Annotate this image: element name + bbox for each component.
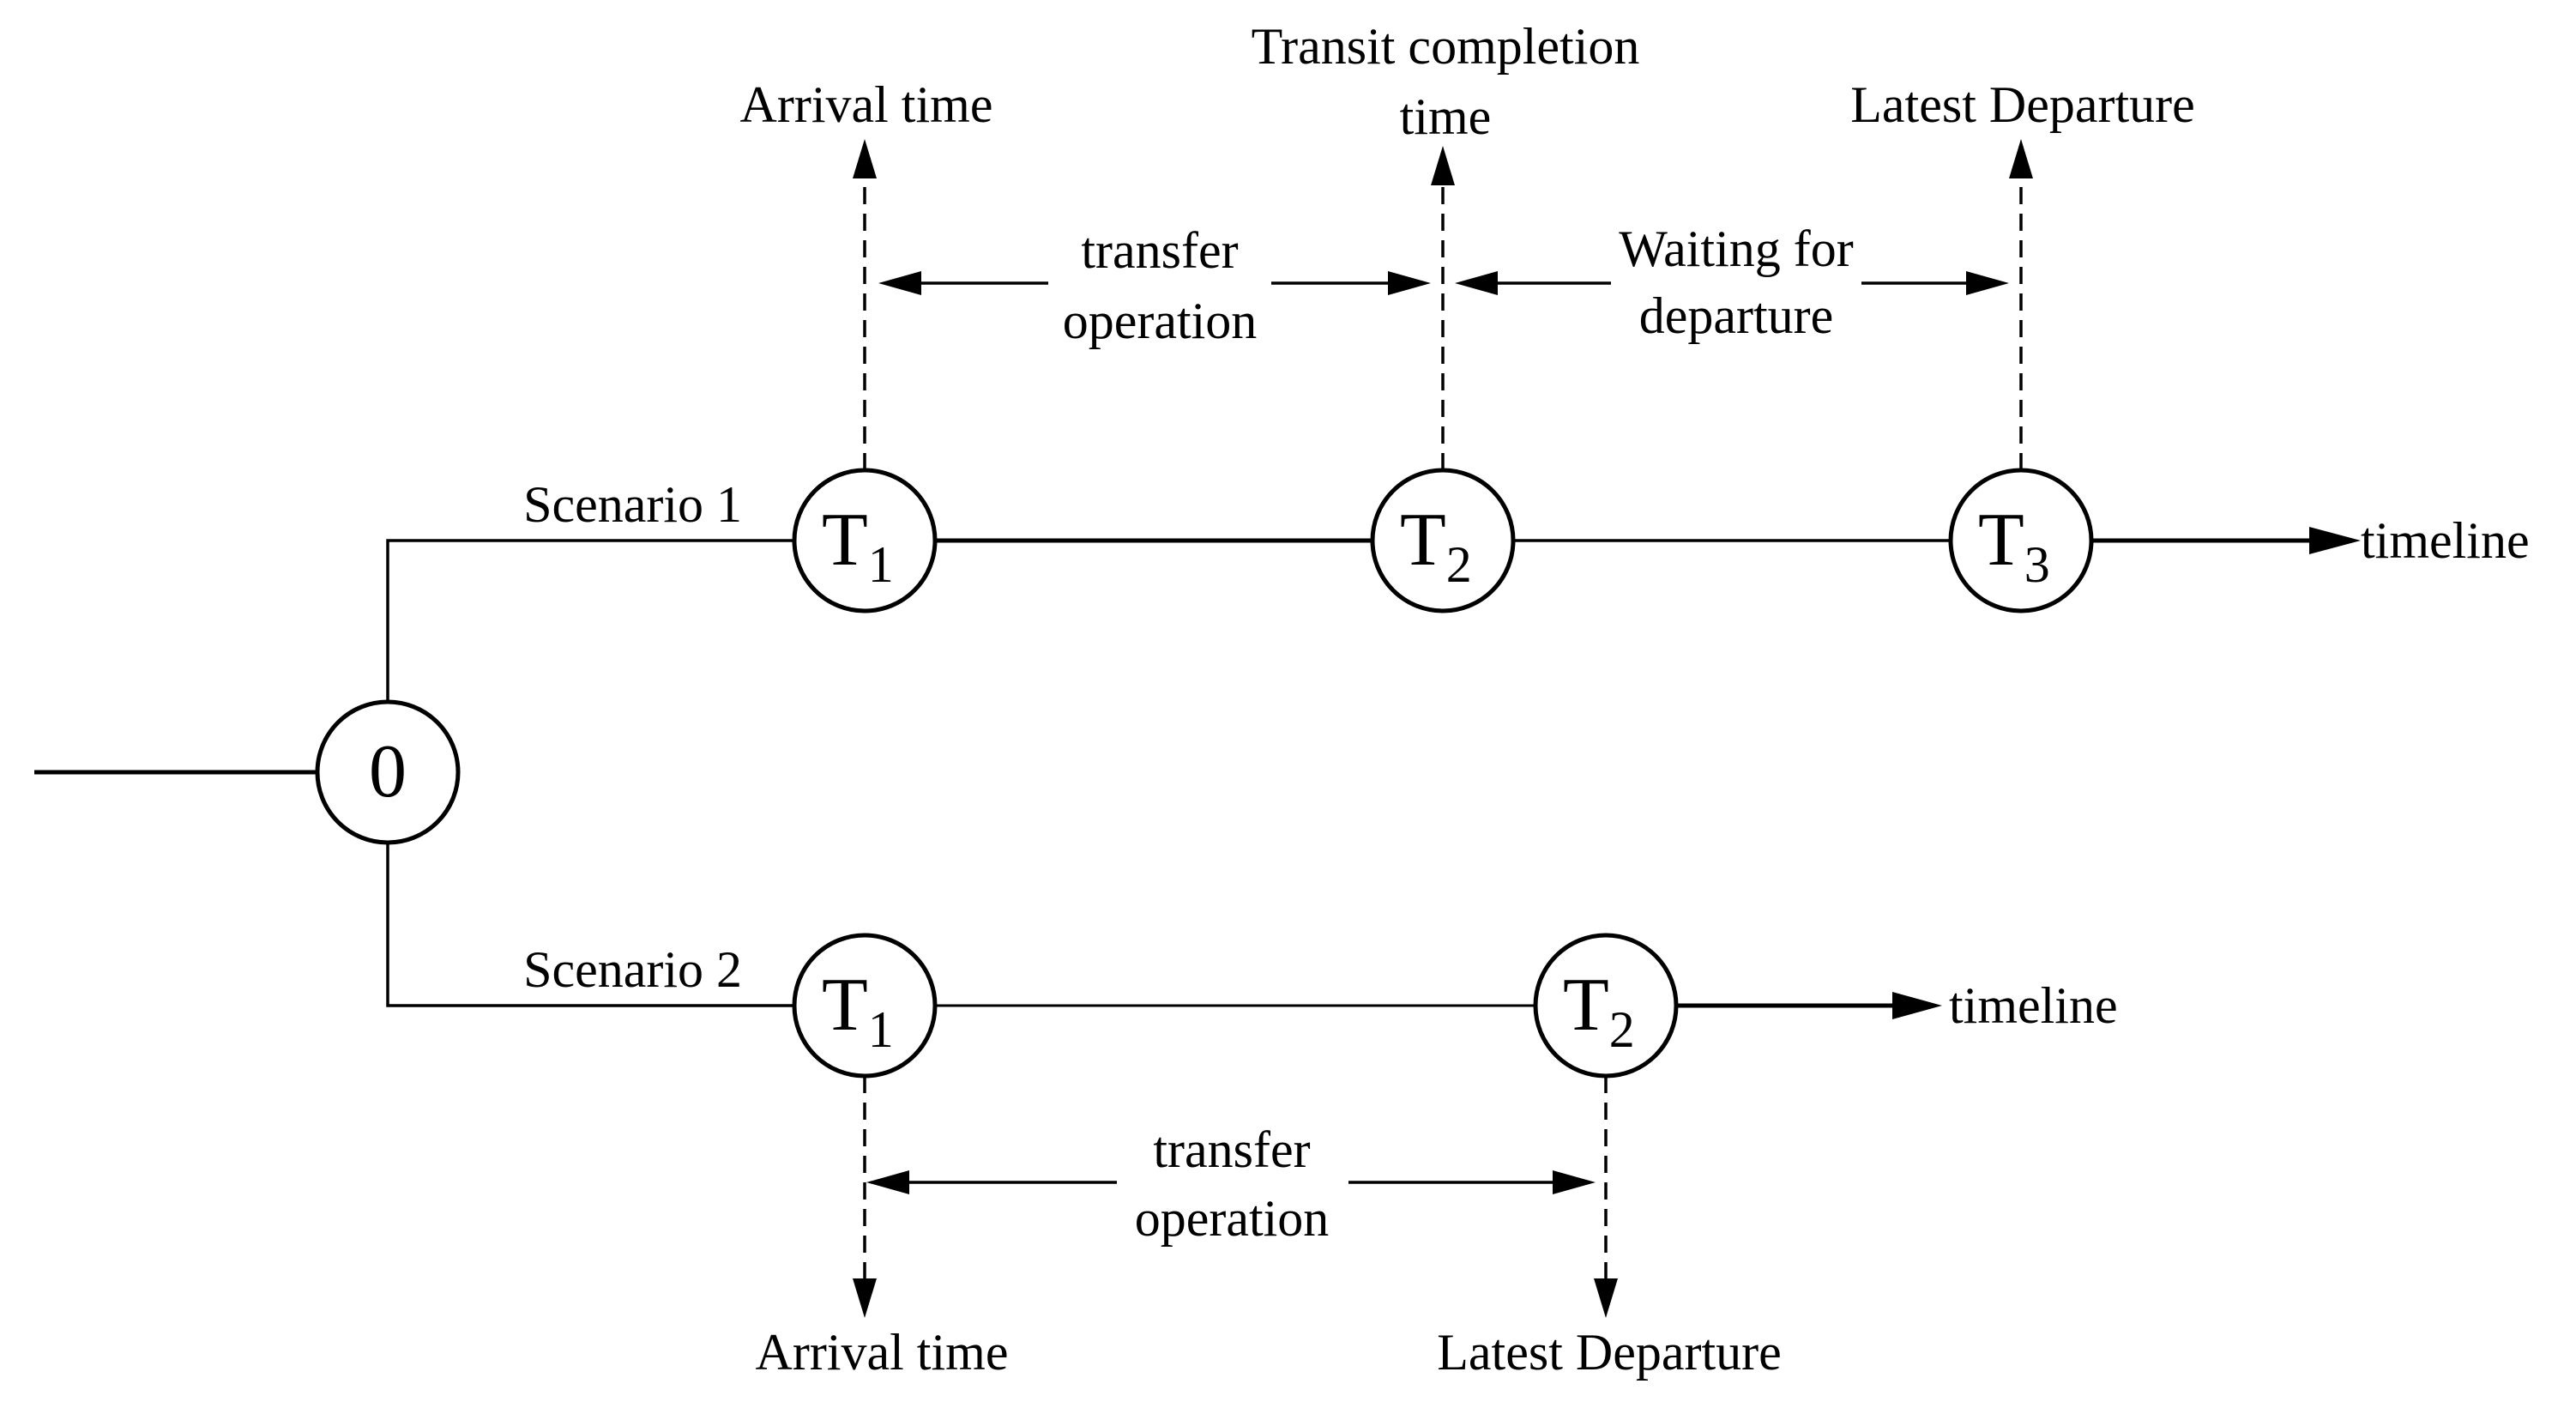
node-s2-t1 — [792, 933, 938, 1079]
scenario-1-label: Scenario 1 — [523, 476, 742, 533]
node-s2-t2 — [1533, 933, 1679, 1079]
s2-timeline-label: timeline — [1949, 977, 2118, 1034]
arrowhead-down-s2-t1 — [853, 1278, 877, 1318]
arrowhead-waiting-right — [1966, 271, 2009, 295]
arrowhead-waiting-left — [1455, 271, 1498, 295]
s1-transit-completion-label-line2: time — [1400, 88, 1492, 145]
arrowhead-up-s1-t2 — [1431, 146, 1455, 185]
arrowhead-transfer-s1-left — [878, 271, 921, 295]
s1-transfer-operation-line1: transfer — [1081, 222, 1238, 279]
connector-lines — [34, 178, 2311, 1278]
arrowhead-down-s2-t2 — [1594, 1278, 1618, 1318]
node-s1-t2 — [1370, 468, 1516, 613]
s2-t2-label: T2 — [1563, 964, 1635, 1058]
scenario-2-label: Scenario 2 — [523, 941, 742, 998]
s2-arrival-time-label: Arrival time — [756, 1324, 1009, 1381]
arrowhead-timeline-s1 — [2309, 527, 2361, 554]
node-labels: 0 T1 T2 T3 T1 T2 — [369, 499, 2050, 1058]
s1-t3-label: T3 — [1978, 499, 2050, 593]
s2-latest-departure-label: Latest Departure — [1437, 1324, 1781, 1381]
s1-t1-label: T1 — [822, 499, 894, 593]
arrowheads — [853, 139, 2361, 1318]
s1-transit-completion-label-line1: Transit completion — [1252, 18, 1640, 75]
waiting-for-departure-line1: Waiting for — [1619, 221, 1853, 277]
s1-arrival-time-label: Arrival time — [740, 76, 993, 133]
node-s1-t3 — [1948, 468, 2094, 613]
arrowhead-up-s1-t1 — [853, 139, 877, 178]
s1-transfer-operation-line2: operation — [1063, 293, 1258, 349]
node-s1-t1 — [792, 468, 938, 613]
arrowhead-timeline-s2 — [1892, 992, 1942, 1019]
text-labels: Scenario 1 Scenario 2 Arrival time Trans… — [523, 18, 2530, 1381]
branch-scenario-1 — [386, 539, 794, 702]
event-nodes — [315, 468, 2094, 1079]
arrowhead-transfer-s2-left — [866, 1170, 909, 1194]
waiting-for-departure-line2: departure — [1639, 287, 1834, 344]
node-origin — [315, 699, 461, 845]
s1-timeline-label: timeline — [2361, 512, 2530, 569]
s2-transfer-operation-line1: transfer — [1153, 1121, 1310, 1178]
origin-label: 0 — [369, 730, 407, 813]
arrowhead-up-s1-t3 — [2009, 139, 2033, 178]
arrowhead-transfer-s2-right — [1553, 1170, 1596, 1194]
s2-t1-label: T1 — [822, 964, 894, 1058]
branch-scenario-2 — [386, 843, 794, 1007]
s1-latest-departure-label: Latest Departure — [1850, 76, 2194, 133]
arrowhead-transfer-s1-right — [1388, 271, 1431, 295]
s1-t2-label: T2 — [1400, 499, 1472, 593]
s2-transfer-operation-line2: operation — [1135, 1190, 1330, 1247]
